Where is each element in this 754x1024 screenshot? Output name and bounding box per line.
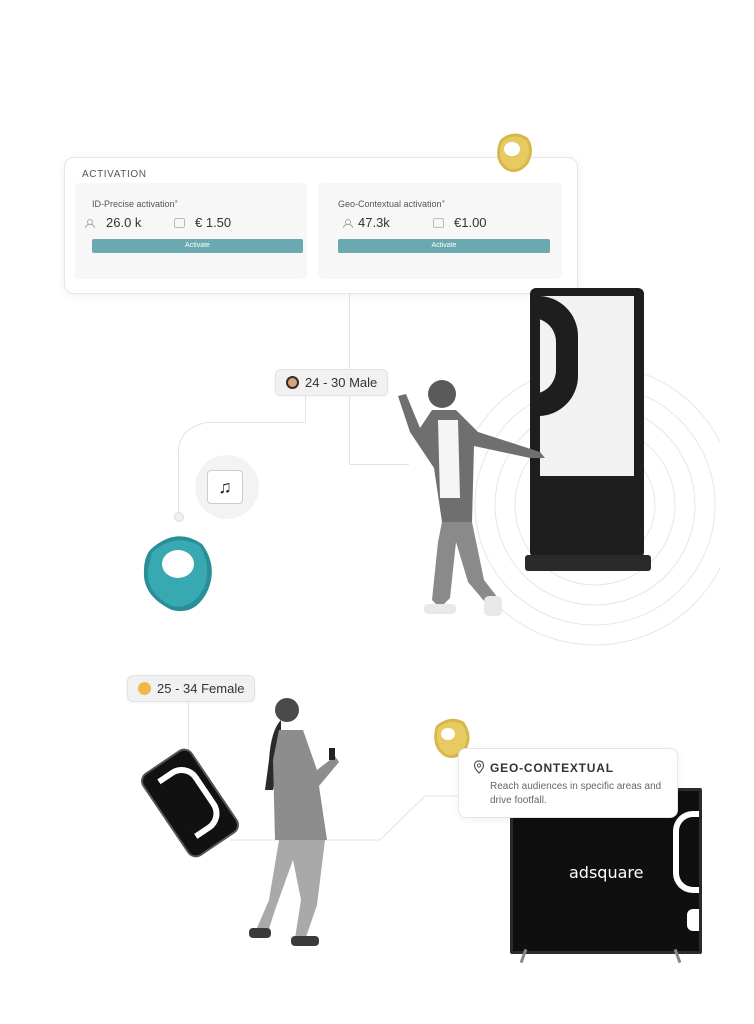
tv-brand-logo: adsquare [569,863,644,882]
price-icon [174,217,185,228]
price-metric: € 1.50 [174,215,231,230]
price-metric: €1.00 [433,215,487,230]
audience-metric: 26.0 k [84,215,141,230]
music-note-icon: ♫ [207,470,243,504]
price-icon [433,217,444,228]
activation-card: ACTIVATION ID-Precise activation● 26.0 k… [64,157,578,294]
woman-with-phone [249,698,339,946]
smartphone [137,744,243,862]
connector-line [210,422,306,423]
geo-contextual-card: GEO-CONTEXTUAL Reach audiences in specif… [458,748,678,818]
price-value: €1.00 [454,215,487,230]
geo-card-title: GEO-CONTEXTUAL [490,761,614,775]
geo-contextual-panel: Geo-Contextual activation● 47.3k €1.00 A… [318,183,562,279]
badge-label: 25 - 34 Female [157,681,245,696]
connector-line [178,450,179,520]
age-gender-badge-male: 24 - 30 Male [275,369,389,396]
map-pin-icon [473,760,485,774]
kiosk-screen [540,296,634,476]
audience-value: 26.0 k [106,215,142,230]
man-emoji-icon [286,376,299,389]
activate-button[interactable]: Activate [92,239,303,253]
price-value: € 1.50 [195,215,232,230]
info-icon: ● [441,199,446,205]
location-pin-icon [434,718,470,758]
info-icon: ● [174,199,179,205]
badge-label: 24 - 30 Male [305,375,378,390]
kiosk-base [525,555,651,571]
age-gender-badge-female: 25 - 34 Female [127,675,256,702]
connector-line [349,464,409,465]
id-precise-label: ID-Precise activation● [92,199,179,209]
location-pin-icon [143,536,212,612]
music-bubble: ♫ [195,455,259,519]
audience-metric: 47.3k [342,215,390,230]
audience-value: 47.3k [358,215,390,230]
audience-icon [84,218,95,228]
connector-line [305,395,306,423]
activate-button[interactable]: Activate [338,239,550,253]
geo-card-description: Reach audiences in specific areas and dr… [490,781,662,806]
man-with-headphones [398,380,545,616]
audience-icon [342,218,353,228]
connector-node [174,512,184,522]
geo-contextual-label: Geo-Contextual activation● [338,199,446,209]
digital-kiosk [530,288,644,558]
connector-line [188,703,189,751]
activation-title: ACTIVATION [82,169,147,180]
id-precise-panel: ID-Precise activation● 26.0 k € 1.50 Act… [75,183,307,279]
woman-emoji-icon [138,682,151,695]
connector-curve [177,421,211,453]
location-pin-icon [497,133,532,172]
